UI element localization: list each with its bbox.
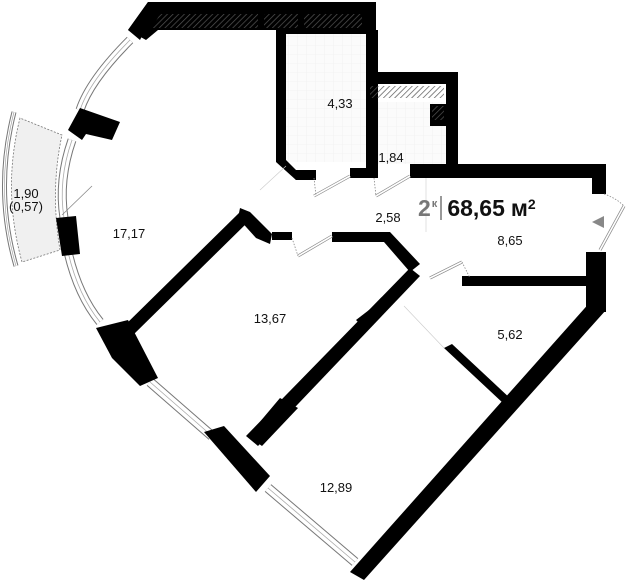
apartment-summary: 2 к 68,65 м 2 — [418, 193, 536, 223]
area-unit: м — [510, 195, 528, 221]
area-unit-superscript: 2 — [527, 196, 536, 212]
room-area-hall: 8,65 — [497, 233, 523, 248]
balcony-label: 1,90 (0,57) — [9, 187, 43, 213]
doors — [259, 165, 626, 349]
room-area-corridor: 2,58 — [375, 210, 401, 225]
diagonal-windows — [146, 378, 359, 566]
walls — [56, 2, 606, 580]
balcony-reduced-area: (0,57) — [9, 199, 43, 214]
entrance-arrow-icon — [592, 216, 604, 228]
room-area-bathroom: 4,33 — [327, 96, 353, 111]
bathroom-floor — [286, 34, 370, 162]
curved-glazing — [57, 36, 134, 325]
summary-separator — [440, 196, 443, 220]
rooms-count: 2 — [418, 195, 431, 221]
total-area: 68,65 — [447, 195, 505, 221]
room-area-kitchen: 5,62 — [497, 327, 523, 342]
room-area-bedroom-2: 12,89 — [319, 480, 353, 495]
rooms-suffix: к — [431, 198, 438, 210]
balcony-area: 1,90 — [13, 186, 39, 201]
wall-hatching — [152, 14, 444, 120]
room-area-wc: 1,84 — [378, 150, 404, 165]
room-area-living: 17,17 — [112, 226, 146, 241]
balcony — [1, 111, 63, 267]
room-area-bedroom-1: 13,67 — [253, 311, 287, 326]
